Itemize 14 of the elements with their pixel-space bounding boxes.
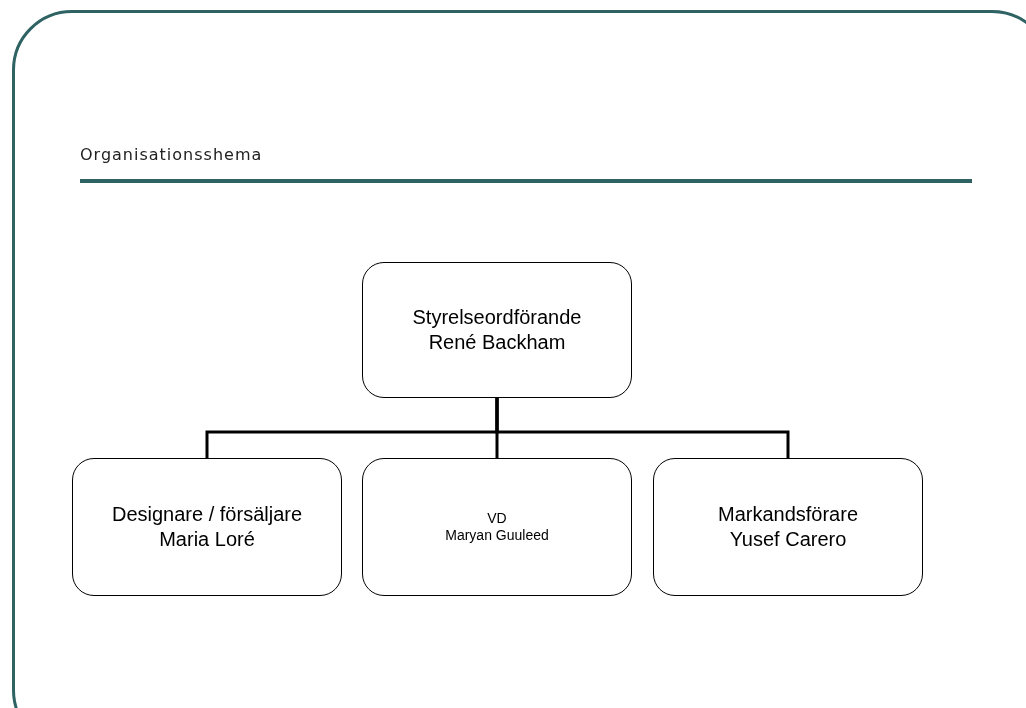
role-title: Markandsförare [717,502,859,527]
connector-line [495,398,790,458]
role-title: Designare / försäljare [111,502,303,527]
person-name: René Backham [428,330,566,355]
org-box [362,458,632,596]
person-name: Maryan Guuleed [445,527,549,545]
org-box [653,458,923,596]
org-box [72,458,342,596]
person-name: Maria Loré [159,527,255,552]
role-title: VD [487,509,507,527]
role-title: Styrelseordförande [412,305,582,330]
person-name: Yusef Carero [729,527,847,552]
slide-title: Organisationsshema [80,145,263,164]
org-box [362,262,632,398]
